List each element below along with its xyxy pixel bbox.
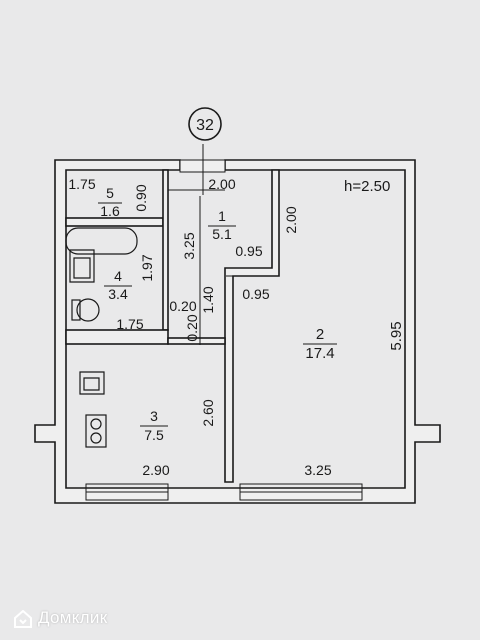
building-number-badge [188, 107, 222, 141]
sink-icon [69, 249, 95, 283]
toilet-icon [76, 298, 100, 322]
room-5-area: 1.6 [100, 203, 120, 219]
dim-200-vert: 2.00 [283, 206, 299, 233]
dim-325-hall: 3.25 [181, 232, 197, 259]
dim-175-bath: 1.75 [116, 316, 143, 332]
wall-bath-right [162, 169, 169, 331]
dim-140: 1.40 [200, 286, 216, 313]
dim-197: 1.97 [139, 254, 155, 281]
room-5-number: 5 [106, 185, 114, 201]
wall-storage-bottom [65, 217, 164, 227]
building-number: 32 [196, 117, 214, 134]
room-3-number: 3 [150, 408, 158, 424]
dim-095-b: 0.95 [242, 286, 269, 302]
dim-090: 0.90 [133, 184, 149, 211]
dim-200-hall: 2.00 [208, 176, 235, 192]
bathtub-icon [65, 227, 138, 255]
wall-hall-kitchen [167, 337, 226, 345]
room-3-area: 7.5 [144, 427, 164, 443]
stove-burner-bottom-icon [90, 432, 102, 444]
dim-290: 2.90 [142, 462, 169, 478]
dim-095-a: 0.95 [235, 243, 262, 259]
domclick-logo-icon [14, 610, 32, 628]
dim-595: 5.95 [388, 321, 405, 350]
dim-325-bottom: 3.25 [304, 462, 331, 478]
wall-hall-room2 [224, 169, 280, 483]
room-2-number: 2 [316, 326, 324, 343]
ceiling-height: h=2.50 [344, 178, 390, 195]
kitchen-sink-icon [79, 371, 105, 395]
dim-260: 2.60 [200, 399, 216, 426]
room-2-area: 17.4 [305, 345, 334, 362]
dim-020-a: 0.20 [169, 298, 196, 314]
room-1-number: 1 [218, 208, 226, 224]
dim-020-b: 0.20 [184, 314, 200, 341]
stove-burner-top-icon [90, 418, 102, 430]
wall-bath-bottom [65, 329, 169, 345]
room-1-area: 5.1 [212, 226, 232, 242]
watermark-text: Домклик [38, 608, 108, 627]
stove-icon [85, 414, 107, 448]
room-4-number: 4 [114, 268, 122, 284]
watermark: Домклик [0, 604, 480, 640]
toilet-tank-icon [71, 299, 81, 321]
dim-175-top: 1.75 [68, 176, 95, 192]
room-4-area: 3.4 [108, 286, 128, 302]
